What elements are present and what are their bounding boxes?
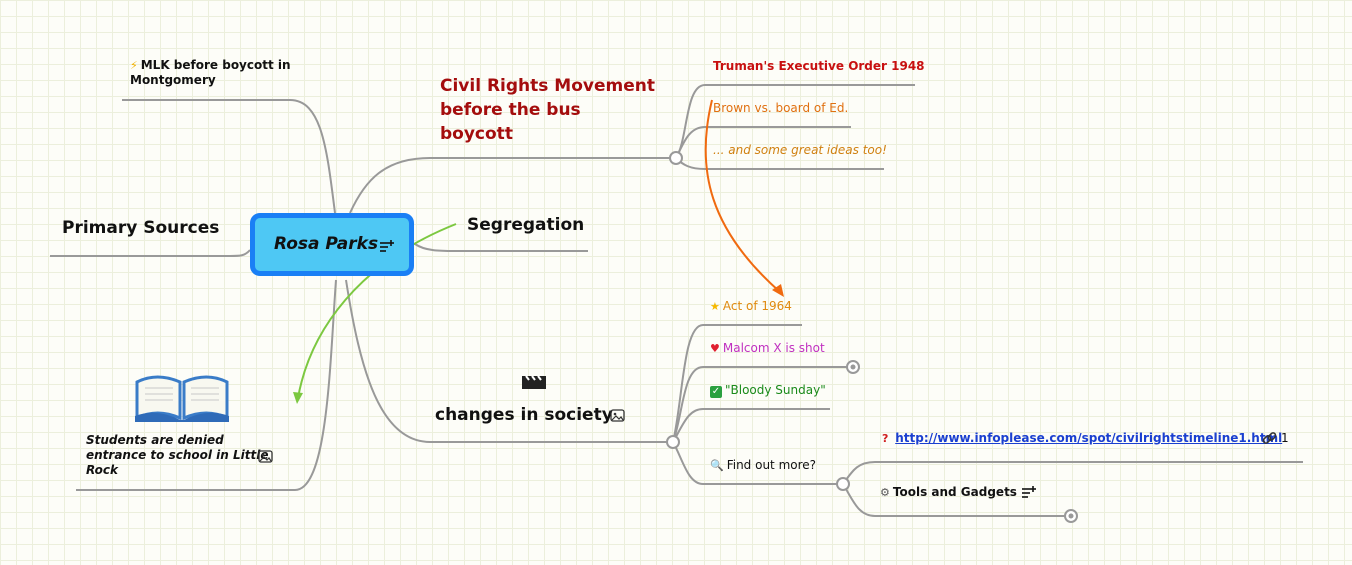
central-topic-label: Rosa Parks xyxy=(274,234,378,254)
topic-changes[interactable]: changes in society xyxy=(435,405,613,426)
star-icon: ★ xyxy=(710,300,720,313)
link-icon[interactable] xyxy=(1262,431,1277,445)
joint-find-more xyxy=(837,478,849,490)
magnifier-icon: 🔍 xyxy=(710,459,724,472)
topic-civil-rights[interactable]: Civil Rights Movement before the bus boy… xyxy=(440,74,655,146)
image-icon[interactable] xyxy=(258,450,273,463)
joint-changes xyxy=(667,436,679,448)
topic-truman[interactable]: Truman's Executive Order 1948 xyxy=(713,59,925,74)
notes-icon[interactable] xyxy=(379,240,395,254)
question-icon: ? xyxy=(882,432,888,445)
topic-find-more[interactable]: 🔍Find out more? xyxy=(710,458,816,473)
branch-segregation xyxy=(415,244,588,251)
heart-icon: ♥ xyxy=(710,342,720,355)
lightning-icon: ⚡ xyxy=(130,59,138,72)
topic-act-1964[interactable]: ★Act of 1964 xyxy=(710,299,792,314)
topic-tools[interactable]: ⚙Tools and Gadgets xyxy=(880,485,1017,500)
branch-mlk xyxy=(122,100,335,213)
image-icon[interactable] xyxy=(610,409,625,422)
notes-icon[interactable] xyxy=(1021,486,1037,500)
gear-icon: ⚙ xyxy=(880,486,890,499)
link-count: 1 xyxy=(1281,431,1289,446)
topic-mlk[interactable]: ⚡MLK before boycott in Montgomery xyxy=(130,58,291,88)
topic-malcom[interactable]: ♥Malcom X is shot xyxy=(710,341,825,356)
external-link[interactable]: http://www.infoplease.com/spot/civilrigh… xyxy=(895,431,1282,445)
topic-link[interactable]: ? http://www.infoplease.com/spot/civilri… xyxy=(882,431,1282,446)
relation-arrow-orange xyxy=(706,100,780,292)
topic-bloody-sunday[interactable]: ✓"Bloody Sunday" xyxy=(710,383,826,398)
topic-great-ideas[interactable]: ... and some great ideas too! xyxy=(713,143,887,158)
topic-segregation[interactable]: Segregation xyxy=(467,215,584,236)
central-topic[interactable]: Rosa Parks xyxy=(250,213,414,276)
book-icon xyxy=(133,372,231,424)
check-icon: ✓ xyxy=(710,386,722,398)
joint-civil-rights xyxy=(670,152,682,164)
topic-students[interactable]: Students are denied entrance to school i… xyxy=(86,433,268,478)
branch-civil-rights xyxy=(350,158,676,213)
branch-primary-sources xyxy=(50,250,250,256)
topic-brown[interactable]: Brown vs. board of Ed. xyxy=(713,101,848,116)
clapperboard-icon xyxy=(521,375,547,390)
topic-primary-sources[interactable]: Primary Sources xyxy=(62,218,219,239)
